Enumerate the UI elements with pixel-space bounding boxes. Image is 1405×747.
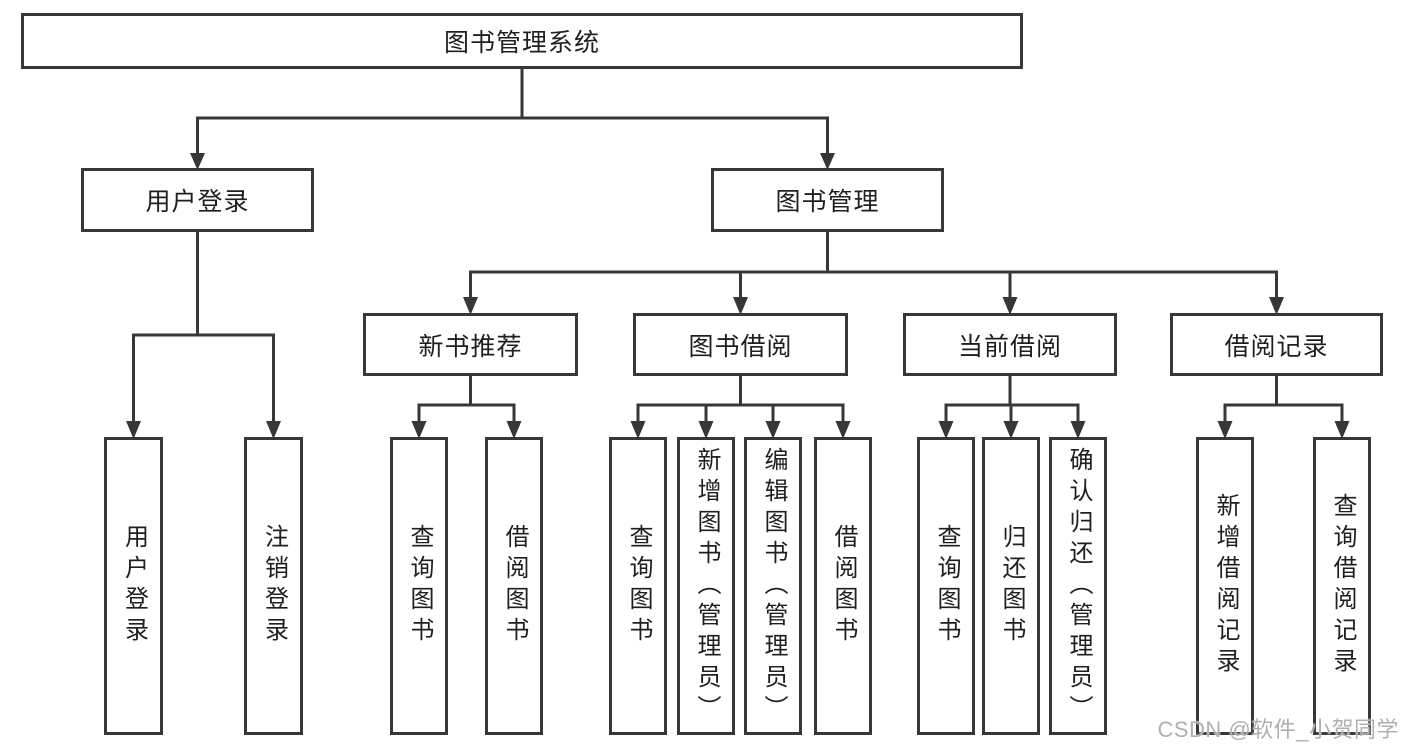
leaf-add-books-admin-label: 新增图书（管理员）: [693, 446, 720, 726]
node-current-borrowing-label: 当前借阅: [957, 332, 1062, 361]
node-user-login-branch: 用户登录: [81, 168, 314, 232]
leaf-recommend-query-books: 查询图书: [390, 437, 448, 735]
leaf-user-login: 用户登录: [104, 437, 163, 735]
node-current-borrowing: 当前借阅: [903, 313, 1117, 376]
node-root-system-label: 图书管理系统: [443, 29, 600, 57]
node-user-login-branch-label: 用户登录: [145, 188, 250, 216]
node-root-system: 图书管理系统: [21, 13, 1023, 69]
leaf-recommend-query-books-label: 查询图书: [406, 524, 433, 648]
leaf-confirm-return-admin: 确认归还（管理员）: [1049, 437, 1107, 735]
leaf-query-borrow-record: 查询借阅记录: [1313, 437, 1371, 735]
node-book-management-branch: 图书管理: [711, 168, 944, 232]
leaf-recommend-borrow-books-label: 借阅图书: [501, 524, 528, 648]
leaf-recommend-borrow-books: 借阅图书: [485, 437, 543, 735]
leaf-logout-label: 注销登录: [260, 524, 288, 648]
node-book-borrowing: 图书借阅: [633, 313, 848, 376]
leaf-add-borrow-record: 新增借阅记录: [1196, 437, 1254, 735]
leaf-borrowing-query-books: 查询图书: [609, 437, 667, 735]
leaf-current-query-books: 查询图书: [917, 437, 975, 735]
node-borrowing-records-label: 借阅记录: [1224, 332, 1329, 361]
node-borrowing-records: 借阅记录: [1170, 313, 1383, 376]
leaf-borrowing-borrow-books-label: 借阅图书: [830, 524, 857, 648]
leaf-user-login-label: 用户登录: [120, 524, 148, 648]
leaf-edit-books-admin-label: 编辑图书（管理员）: [760, 446, 787, 726]
leaf-query-borrow-record-label: 查询借阅记录: [1329, 493, 1356, 679]
node-new-book-recommend: 新书推荐: [363, 313, 578, 376]
leaf-logout: 注销登录: [244, 437, 303, 735]
csdn-watermark: CSDN @软件_小贺同学: [1157, 717, 1399, 742]
leaf-borrowing-borrow-books: 借阅图书: [814, 437, 872, 735]
leaf-return-books: 归还图书: [982, 437, 1040, 735]
leaf-edit-books-admin: 编辑图书（管理员）: [744, 437, 802, 735]
leaf-add-borrow-record-label: 新增借阅记录: [1212, 493, 1239, 679]
node-book-borrowing-label: 图书借阅: [688, 332, 793, 361]
leaf-confirm-return-admin-label: 确认归还（管理员）: [1065, 446, 1092, 726]
leaf-add-books-admin: 新增图书（管理员）: [677, 437, 735, 735]
leaf-return-books-label: 归还图书: [998, 524, 1025, 648]
node-book-management-branch-label: 图书管理: [775, 188, 880, 216]
leaf-borrowing-query-books-label: 查询图书: [625, 524, 652, 648]
leaf-current-query-books-label: 查询图书: [933, 524, 960, 648]
node-new-book-recommend-label: 新书推荐: [418, 332, 523, 361]
